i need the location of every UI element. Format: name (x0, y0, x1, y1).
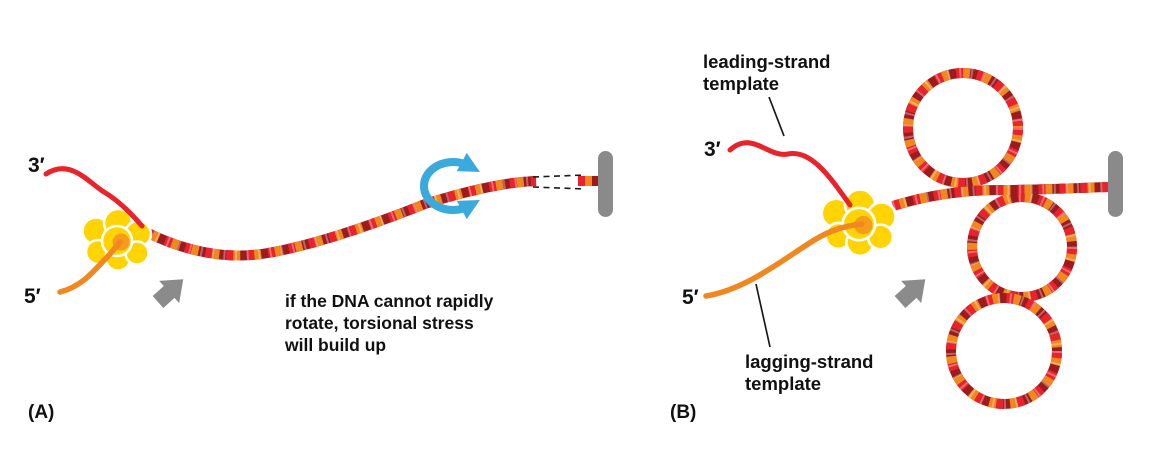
supercoiled-dna-helix (893, 73, 1108, 404)
panel-b: leading-strand template 3′ 5′ lagging-st… (670, 51, 1123, 423)
dna-helix (146, 181, 602, 255)
movement-arrow-icon (152, 279, 184, 308)
leading-strand-template (727, 140, 853, 208)
three-prime-label: 3′ (28, 154, 45, 177)
three-prime-strand (43, 166, 145, 229)
panel-a: 3′ 5′ if the DNA cannot rapidly rotate, … (24, 151, 613, 423)
leading-label-leader (768, 96, 785, 137)
panel-a-label: (A) (28, 402, 54, 423)
label-line: leading-strand (703, 51, 830, 72)
label-line: template (703, 73, 779, 94)
five-prime-label: 5′ (24, 285, 41, 308)
label-line: template (745, 373, 821, 394)
three-prime-label: 3′ (704, 138, 721, 161)
lagging-label-leader (755, 283, 771, 348)
caption-line: if the DNA cannot rapidly (285, 291, 494, 311)
torsion-caption: if the DNA cannot rapidly rotate, torsio… (284, 291, 494, 355)
leading-strand-label: leading-strand template (703, 51, 830, 94)
anchor-bar (598, 151, 613, 217)
replication-protein (81, 207, 153, 272)
caption-line: rotate, torsional stress (285, 313, 474, 333)
dashed-continuation-lines (532, 174, 586, 190)
replication-protein (820, 188, 897, 258)
panel-b-label: (B) (670, 402, 696, 423)
movement-arrow-icon (894, 279, 926, 308)
caption-line: will build up (284, 335, 386, 355)
lagging-strand-template (703, 221, 865, 299)
five-prime-strand (57, 239, 123, 295)
rotation-arrow-icon (419, 152, 480, 220)
anchor-bar (1108, 151, 1123, 217)
label-line: lagging-strand (745, 351, 873, 372)
five-prime-label: 5′ (682, 286, 699, 309)
lagging-strand-label: lagging-strand template (745, 351, 873, 394)
